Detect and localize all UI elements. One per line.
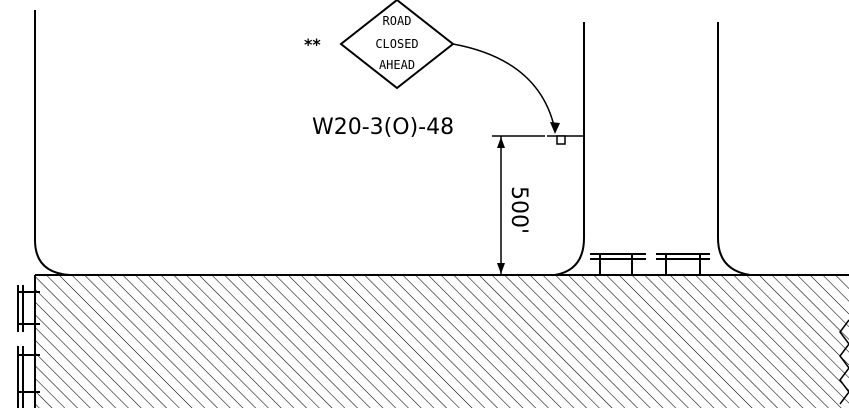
sign-text-line2: CLOSED xyxy=(375,37,418,51)
barricade-1 xyxy=(590,253,646,275)
road-closed-ahead-sign xyxy=(339,0,455,90)
center-right-curb-line xyxy=(717,22,751,276)
sign-text-line1: ROAD xyxy=(383,14,412,28)
dimension-arrow-bottom xyxy=(497,263,505,274)
barricade-2 xyxy=(656,253,710,275)
center-left-curb-line xyxy=(554,22,585,276)
dimension-arrow-top xyxy=(497,137,505,148)
dimension-label: 500' xyxy=(506,186,531,234)
sign-leader-arc xyxy=(452,43,556,131)
left-curb-line xyxy=(34,10,71,276)
sign-text-line3: AHEAD xyxy=(379,58,415,72)
closed-road-hatch-area xyxy=(35,275,849,408)
sign-post-icon xyxy=(556,135,566,145)
left-barricade-2 xyxy=(17,346,40,408)
break-line-right xyxy=(839,319,849,405)
left-barricade-1 xyxy=(17,285,40,332)
leader-arrowhead xyxy=(550,122,560,134)
sign-code-label: W20-3(O)-48 xyxy=(312,115,454,140)
note-marker: ** xyxy=(304,35,321,54)
